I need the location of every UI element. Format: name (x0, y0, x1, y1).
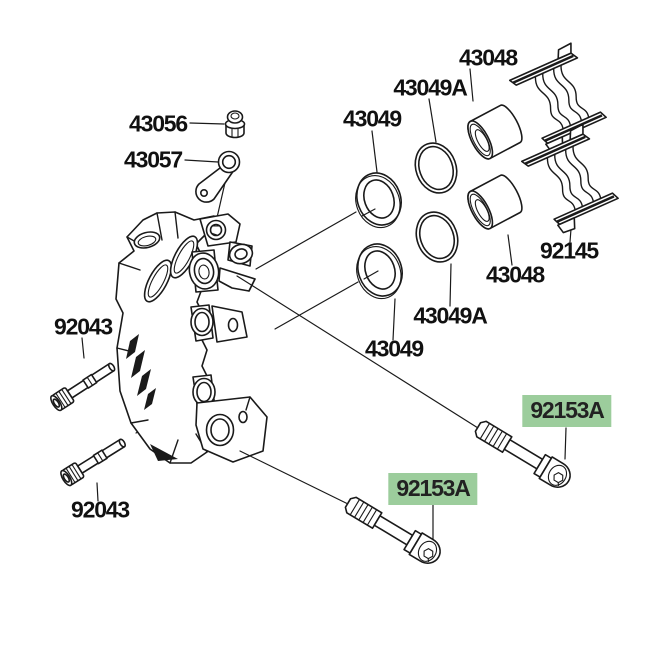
part-label-caliper-bolt-top[interactable]: 92153A (522, 395, 612, 427)
piston-seal-top-drawing (355, 172, 402, 229)
part-label-piston-seal-top[interactable]: 43049 (343, 105, 402, 132)
part-label-piston-seal-bottom[interactable]: 43049 (365, 335, 424, 362)
part-label-piston-bottom[interactable]: 43048 (486, 261, 545, 288)
part-label-bleed-valve[interactable]: 43056 (129, 110, 188, 137)
part-label-dust-seal-top[interactable]: 43049A (393, 74, 468, 101)
caliper-drawing (115, 211, 268, 464)
pad-spring-bottom-drawing (520, 123, 619, 234)
piston-seal-bottom-drawing (356, 243, 403, 300)
part-label-dust-seal-bottom[interactable]: 43049A (413, 302, 488, 329)
piston-bottom-drawing (467, 174, 523, 230)
assembly-lines (236, 211, 479, 505)
joint-lever-drawing (195, 150, 241, 203)
piston-top-drawing (467, 104, 523, 160)
caliper-bolt-bottom-drawing (344, 496, 441, 564)
part-label-caliper-bolt-bottom[interactable]: 92153A (388, 473, 478, 505)
dust-seal-bottom-drawing (415, 211, 459, 263)
part-label-pad-pin-top[interactable]: 92043 (54, 313, 113, 340)
part-label-piston-top[interactable]: 43048 (459, 44, 518, 71)
part-label-pad-pin-bottom[interactable]: 92043 (71, 496, 130, 523)
pad-pin-bottom-drawing (60, 438, 126, 487)
pad-pin-top-drawing (50, 362, 116, 412)
caliper-bolt-top-drawing (474, 420, 571, 488)
dust-seal-top-drawing (414, 142, 458, 194)
part-label-pad-spring[interactable]: 92145 (540, 237, 599, 264)
bleed-valve-drawing (224, 110, 246, 139)
part-label-joint-lever[interactable]: 43057 (124, 146, 183, 173)
